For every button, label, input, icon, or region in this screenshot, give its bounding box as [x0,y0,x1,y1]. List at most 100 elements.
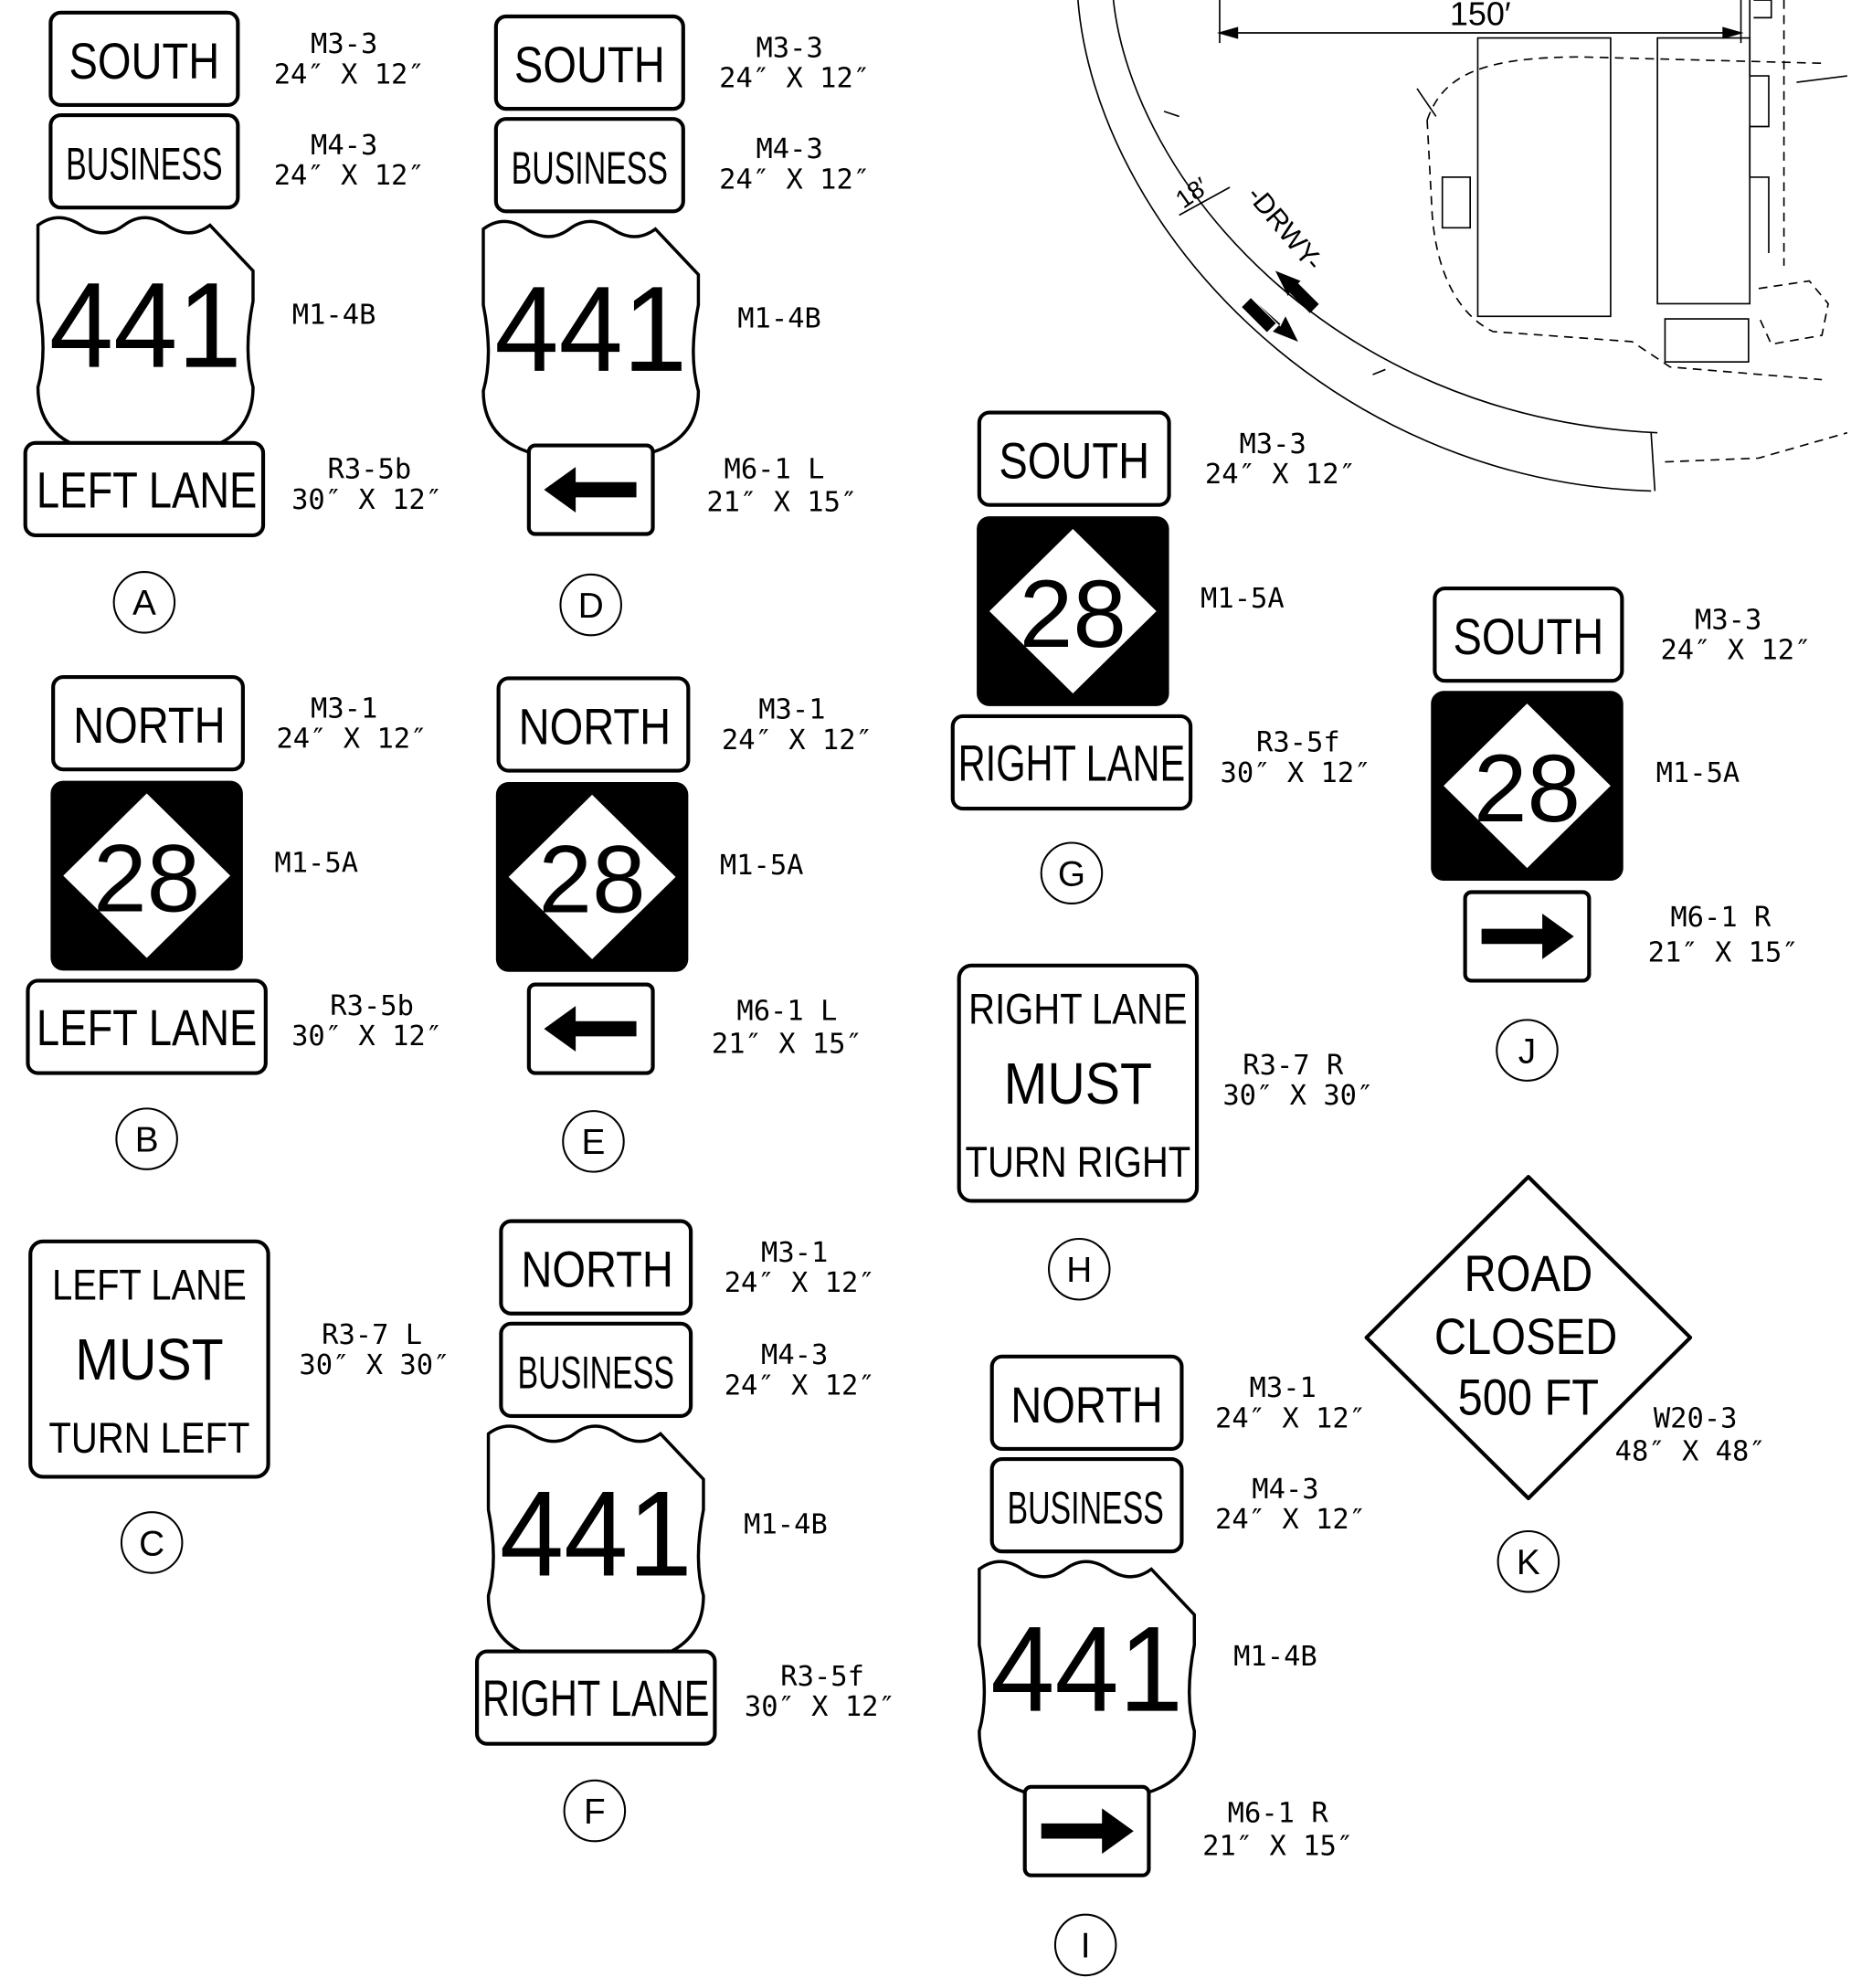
sign-code: M1-4B [737,303,821,335]
tick-2 [1372,368,1386,375]
sign-size: 24″ X 12″ [274,58,425,90]
tick-1 [1416,88,1437,117]
sign-line-3: TURN LEFT [48,1414,249,1463]
sign-size: 30″ X 12″ [745,1691,895,1723]
sign-code: M3-3 [311,28,377,60]
route-number: 441 [49,259,242,394]
sign-line-1: LEFT LANE [52,1261,247,1309]
building-3 [1664,318,1750,363]
sign-code: M3-3 [1695,604,1761,636]
sign-panel [989,1456,1184,1554]
assembly-label: K [1517,1543,1540,1582]
sign-panel [48,10,240,108]
parcel-notch [1753,0,1772,19]
sign-code: M3-1 [311,693,377,724]
sign-south: SOUTH M3-3 24″ X 12″ [1433,586,1811,683]
sign-code: M3-3 [756,32,822,64]
sign-size: 24″ X 12″ [719,63,870,95]
sign-size: 24″ X 12″ [1660,635,1811,667]
assembly-label: H [1066,1251,1092,1290]
assembly-label: B [135,1120,159,1159]
sign-code: M6-1 R [1670,902,1772,934]
sign-south: SOUTH M3-3 24″ X 12″ [977,410,1356,507]
road-end [1650,432,1656,492]
route-number: 28 [1020,561,1126,668]
dimension-arrow-left [1216,26,1239,39]
sign-arrow-right: M6-1 R 21″ X 15″ [1022,1784,1353,1877]
sign-panel [28,1239,270,1479]
route-number: 28 [93,825,200,932]
sign-line-2: MUST [1004,1051,1152,1116]
parcel-edge [1749,0,1770,254]
sign-size: 21″ X 15″ [712,1028,862,1060]
warning-diamond-icon [1364,1175,1693,1501]
sign-right-lane: RIGHT LANE R3-5f 30″ X 12″ [950,714,1371,811]
sign-us-441-shield: 441 M1-4B [481,219,821,484]
assembly-label: J [1518,1031,1536,1071]
sign-panel [475,1649,717,1746]
sign-size: 24″ X 12″ [1215,1504,1366,1536]
sign-code: M6-1 R [1228,1798,1329,1830]
assembly-label-circle [562,1110,625,1173]
nc-diamond-icon [508,794,676,959]
sign-south: SOUTH M3-3 24″ X 12″ [493,14,870,111]
sign-code: M4-3 [761,1339,828,1371]
sign-south: SOUTH M3-3 24″ X 12″ [48,10,425,108]
sign-text: SOUTH [69,32,219,90]
arrow-right-icon [1041,1808,1134,1855]
sign-text: SOUTH [999,432,1149,490]
sign-panel [26,978,268,1075]
sign-size: 24″ X 12″ [719,164,870,196]
sign-arrow-left: M6-1 L 21″ X 15″ [526,982,862,1075]
sign-code: M4-3 [756,133,822,165]
arrow-left-icon [544,467,637,513]
sign-text: NORTH [521,1241,673,1298]
sign-nc-28: 28 M1-5A [1431,691,1740,882]
route-number: 441 [990,1602,1183,1738]
sign-code: M3-3 [1239,428,1306,460]
sign-size: 24″ X 12″ [725,1267,875,1299]
dimension-150-label: 150′ [1450,0,1511,33]
property-line-5 [1665,431,1848,463]
assembly-B: NORTH M3-1 24″ X 12″ 28 M1-5A LEFT LANE … [26,674,442,1170]
sign-panel [51,674,245,772]
sign-us-441-shield: 441 M1-4B [486,1424,828,1689]
property-line-3 [1758,280,1829,345]
sign-panel [950,714,1193,811]
sign-panel [957,963,1200,1203]
sign-code: R3-7 R [1243,1050,1344,1082]
sign-text: NORTH [73,696,226,754]
sign-text: RIGHT LANE [482,1672,709,1728]
assembly-label: D [578,587,604,626]
assembly-label-circle [1496,1019,1559,1082]
sign-size: 24″ X 12″ [722,724,873,756]
sign-size: 24″ X 12″ [725,1369,875,1401]
sign-size: 24″ X 12″ [1215,1402,1366,1434]
assembly-J: SOUTH M3-3 24″ X 12″ 28 M1-5A M6-1 R 21″… [1431,586,1811,1082]
site-plan [1077,0,1848,492]
sign-us-441-shield: 441 M1-4B [36,216,375,481]
property-line-1 [1426,56,1823,121]
assembly-label: C [139,1524,164,1563]
sign-size: 21″ X 15″ [1202,1831,1353,1863]
assembly-C: LEFT LANE MUST TURN LEFT R3-7 L 30″ X 30… [28,1239,450,1574]
sign-code: R3-5f [780,1661,864,1693]
sign-nc-28: 28 M1-5A [495,781,803,972]
assembly-label-circle [112,571,176,634]
assembly-D: SOUTH M3-3 24″ X 12″ BUSINESS M4-3 24″ X… [481,14,870,637]
sign-code: R3-5f [1256,727,1340,759]
sign-road-closed-500-ft: ROAD CLOSED 500 FT W20-3 48″ X 48″ [1364,1175,1766,1501]
sign-panel [499,1321,693,1419]
sign-business: BUSINESS M4-3 24″ X 12″ [48,112,425,210]
sign-text: BUSINESS [512,143,668,194]
route-number: 441 [500,1467,693,1602]
sign-nc-28: 28 M1-5A [50,780,358,971]
sign-north: NORTH M3-1 24″ X 12″ [499,1219,875,1316]
sign-text: LEFT LANE [37,999,257,1056]
property-line-2 [1426,120,1823,381]
tick-3 [1163,111,1179,118]
assembly-F: NORTH M3-1 24″ X 12″ BUSINESS M4-3 24″ X… [475,1219,895,1843]
sign-panel [989,1354,1184,1452]
parcel-line [1796,75,1847,83]
